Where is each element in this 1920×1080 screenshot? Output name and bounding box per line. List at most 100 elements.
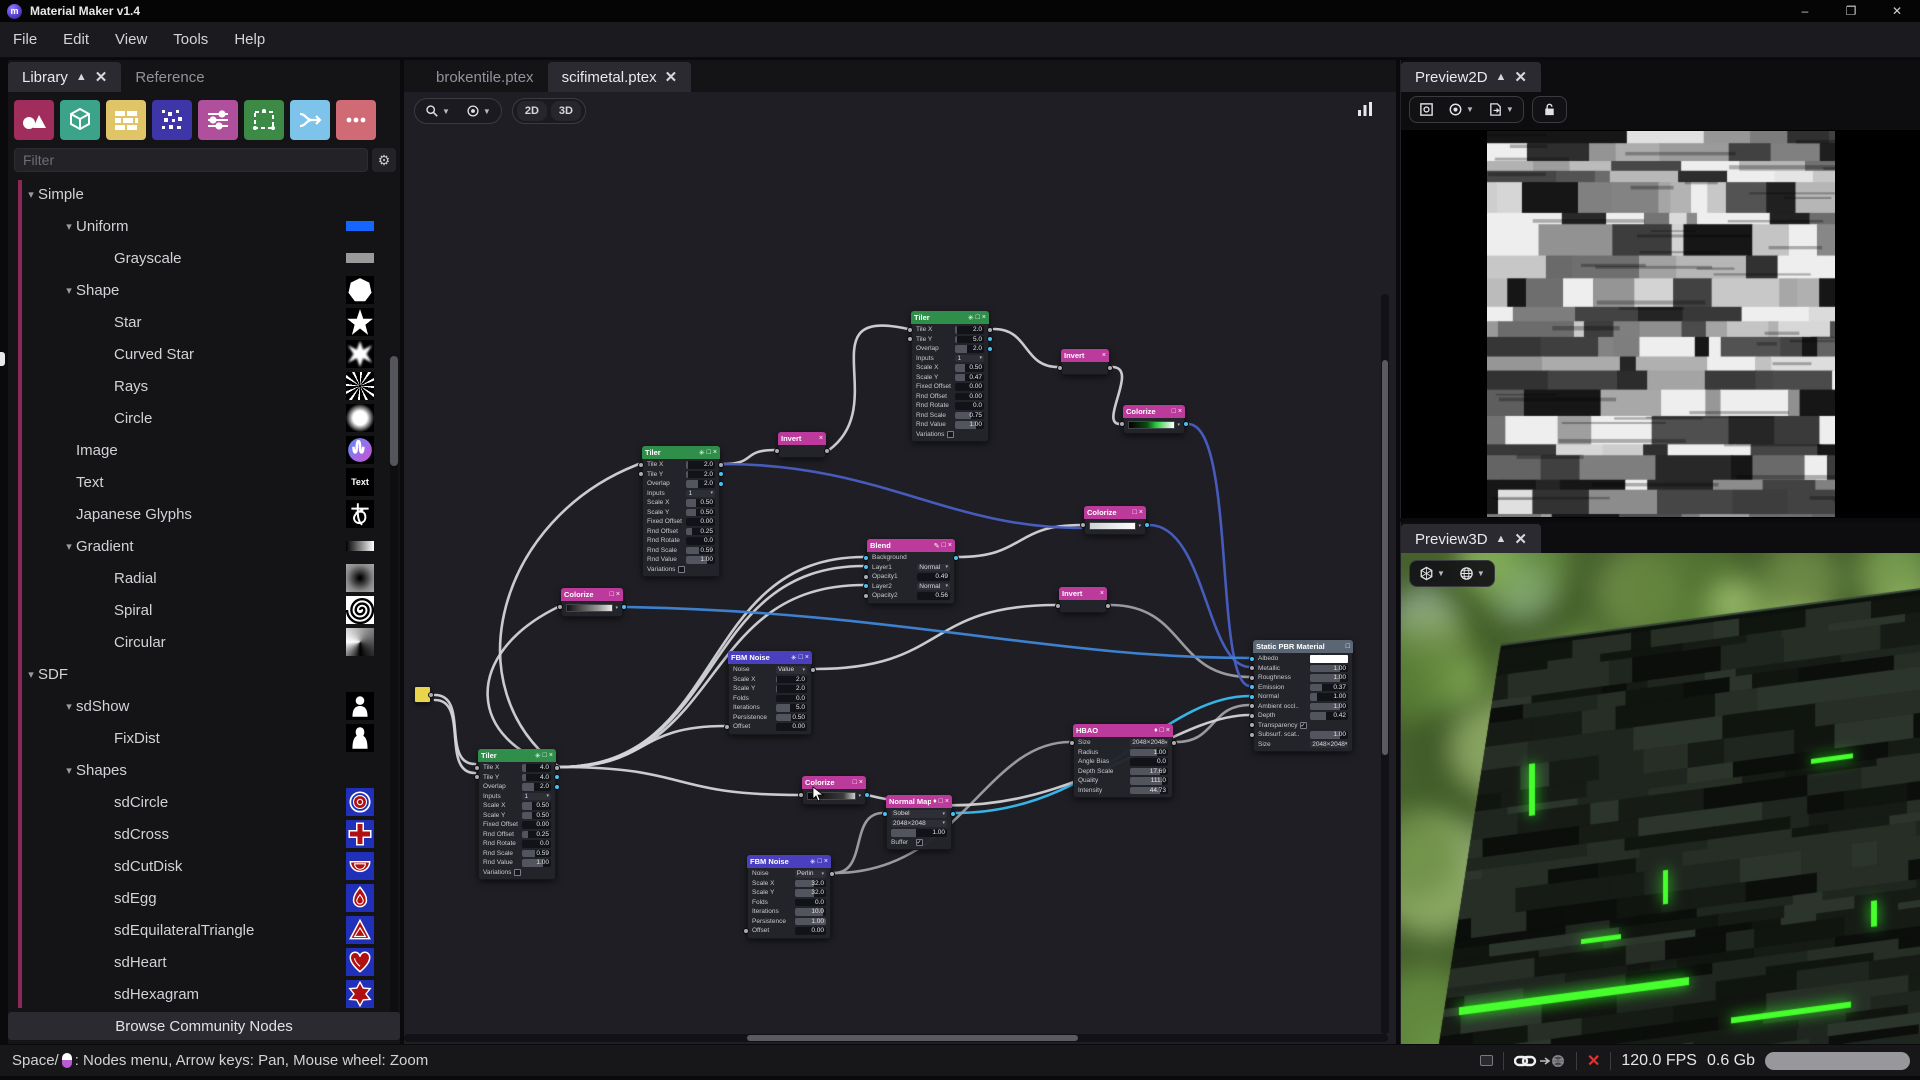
slider[interactable]: 0.75	[955, 411, 984, 419]
slider[interactable]: 32.0	[794, 889, 826, 897]
window-icon[interactable]: □	[941, 542, 946, 549]
pin-icon[interactable]: ♦	[1154, 727, 1158, 734]
miscellaneous-icon[interactable]	[336, 100, 376, 140]
gear-icon[interactable]: ✳	[698, 449, 705, 457]
close-icon[interactable]: ×	[712, 449, 717, 456]
slider[interactable]: 1.00	[1130, 748, 1168, 756]
chevron-down-icon[interactable]: ▾	[1177, 422, 1180, 428]
library-item-japanese-glyphs[interactable]: Japanese Glyphs	[24, 498, 386, 530]
output-port[interactable]	[718, 471, 724, 477]
node-header[interactable]: Colorize□×	[1084, 506, 1146, 519]
gear-icon[interactable]: ✳	[790, 654, 797, 662]
slider[interactable]: 0.0	[1130, 758, 1168, 766]
tab-brokentile-ptex[interactable]: brokentile.ptex	[436, 68, 534, 86]
close-icon[interactable]: ×	[858, 779, 863, 786]
input-port[interactable]	[863, 573, 869, 580]
library-item-circular[interactable]: Circular	[24, 626, 386, 658]
library-item-spiral[interactable]: Spiral	[24, 594, 386, 626]
slider[interactable]: 0.50	[686, 508, 715, 516]
graph-hscrollbar-thumb[interactable]	[747, 1035, 1078, 1041]
checkbox[interactable]: ✓	[1299, 721, 1307, 729]
input-port[interactable]	[774, 447, 780, 454]
node-header[interactable]: Static PBR Material□	[1253, 640, 1353, 653]
tab-scifimetal-ptex[interactable]: scifimetal.ptex✕	[547, 62, 692, 92]
generic-shapes-icon[interactable]	[14, 100, 54, 140]
library-item-sdf[interactable]: ▾SDF	[24, 658, 386, 690]
node-header[interactable]: Normal Map♦□×	[886, 795, 952, 808]
slider[interactable]: 0.56	[917, 592, 950, 600]
close-icon[interactable]: ✕	[94, 69, 108, 86]
slider[interactable]: 5.0	[775, 704, 807, 712]
gradient-editor[interactable]	[566, 604, 614, 612]
node-header[interactable]: FBM Noise✳□×	[728, 651, 812, 664]
library-item-star[interactable]: Star	[24, 306, 386, 338]
node-colorize-1[interactable]: Colorize□×▾	[1119, 405, 1189, 434]
tree-expander-icon[interactable]: ▾	[28, 668, 34, 681]
menu-view[interactable]: View	[115, 30, 148, 48]
slider[interactable]: 2.0	[686, 480, 715, 488]
input-port[interactable]	[1119, 420, 1125, 427]
slider[interactable]: 2.0	[522, 783, 551, 791]
output-port[interactable]	[810, 666, 816, 673]
output-port[interactable]	[554, 764, 560, 771]
checkbox[interactable]	[946, 430, 954, 438]
eject-icon[interactable]: ▲	[1495, 71, 1507, 83]
library-item-sdshow[interactable]: ▾sdShow	[24, 690, 386, 722]
node-header[interactable]: FBM Noise✳□×	[747, 855, 831, 868]
input-port[interactable]	[1249, 693, 1255, 700]
node-header[interactable]: Invert×	[1061, 349, 1109, 362]
window-icon[interactable]: □	[938, 798, 943, 805]
slider[interactable]: 2.0	[955, 345, 984, 353]
environment-icon[interactable]: ▼	[1452, 563, 1492, 584]
checkbox[interactable]	[677, 565, 685, 573]
slider[interactable]: 0.49	[917, 573, 950, 581]
node-color-swatch-mini[interactable]	[414, 686, 434, 703]
library-item-sdcircle[interactable]: sdCircle	[24, 786, 386, 818]
graph-vscrollbar-thumb[interactable]	[1382, 360, 1388, 755]
close-icon[interactable]: ×	[1101, 352, 1106, 359]
input-port[interactable]	[882, 810, 888, 817]
node-header[interactable]: HBAO♦□×	[1073, 724, 1173, 737]
output-port[interactable]	[1171, 739, 1177, 746]
input-port[interactable]	[474, 774, 480, 780]
close-icon[interactable]: ✕	[664, 69, 678, 86]
preview3d-viewport[interactable]	[1401, 553, 1920, 1044]
input-port[interactable]	[1249, 684, 1255, 690]
pin-icon[interactable]: ♦	[933, 798, 937, 805]
node-invert-2[interactable]: Invert×	[1057, 349, 1113, 375]
input-port[interactable]	[1249, 731, 1255, 738]
preview-toggle-icon[interactable]	[1479, 1055, 1493, 1066]
output-port[interactable]	[987, 345, 993, 352]
close-icon[interactable]: ×	[981, 314, 986, 321]
input-port[interactable]	[863, 583, 869, 589]
transforms-icon[interactable]	[244, 100, 284, 140]
slider[interactable]: 2.0	[775, 685, 807, 693]
input-port[interactable]	[1249, 665, 1255, 671]
library-item-radial[interactable]: Radial	[24, 562, 386, 594]
output-port[interactable]	[554, 783, 560, 790]
maximize-button[interactable]: ❐	[1845, 4, 1857, 18]
slider[interactable]: 0.25	[522, 830, 551, 838]
node-invert-1[interactable]: Invert×	[774, 432, 830, 458]
gear-icon[interactable]: ✳	[967, 314, 974, 322]
preview2d-viewport[interactable]	[1401, 130, 1920, 518]
tab-reference[interactable]: Reference	[135, 68, 205, 86]
slider[interactable]: 0.0	[794, 898, 826, 906]
panel-drag-handle[interactable]	[0, 352, 5, 366]
library-item-sdhexagram[interactable]: sdHexagram	[24, 978, 386, 1010]
slider[interactable]: 2.0	[686, 470, 715, 478]
node-colorize-2[interactable]: Colorize□×▾	[1080, 506, 1150, 535]
slider[interactable]: 10.0	[794, 908, 826, 916]
output-port[interactable]	[718, 461, 724, 468]
input-port[interactable]	[907, 326, 913, 333]
close-icon[interactable]: ×	[944, 798, 949, 805]
input-port[interactable]	[1055, 602, 1061, 609]
close-icon[interactable]: ×	[1177, 408, 1182, 415]
preview-2d-button[interactable]: 2D	[516, 101, 547, 121]
window-icon[interactable]: □	[706, 449, 711, 456]
output-port[interactable]	[824, 447, 830, 454]
output-port[interactable]	[987, 336, 993, 342]
noise-icon[interactable]	[152, 100, 192, 140]
node-header[interactable]: Tiler✳□×	[478, 749, 556, 762]
library-item-fixdist[interactable]: FixDist	[24, 722, 386, 754]
